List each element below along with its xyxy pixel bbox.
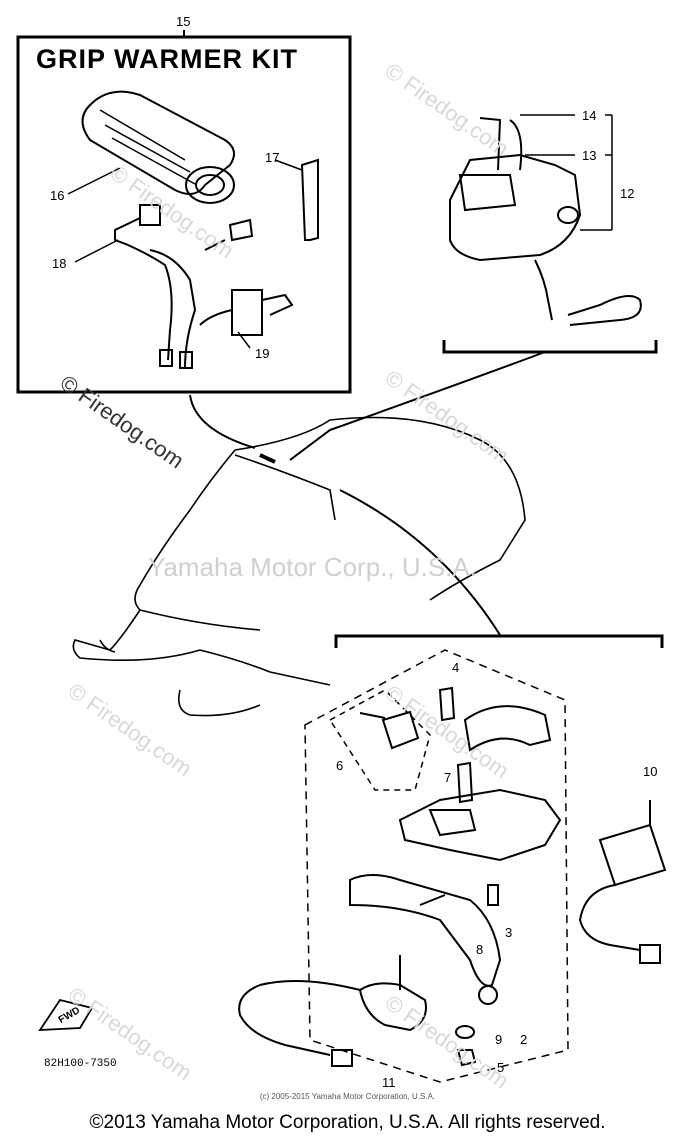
- cable-tie-part: [274, 158, 319, 241]
- wire-harness-part: [74, 204, 254, 369]
- watermark-yamaha: Yamaha Motor Corp., U.S.A.: [148, 552, 477, 582]
- switch-sensor-part: [238, 955, 427, 1067]
- leader-curve-housing: [289, 351, 546, 461]
- callout-14: 14: [582, 108, 597, 123]
- leader-curve-lever: [339, 489, 501, 636]
- callout-9: 9: [495, 1032, 503, 1047]
- callout-17: 17: [265, 150, 280, 165]
- callout-4: 4: [452, 660, 460, 675]
- kit-title: GRIP WARMER KIT: [36, 44, 299, 74]
- callout-12: 12: [620, 186, 635, 201]
- callout-11: 11: [382, 1075, 396, 1090]
- callout-19: 19: [255, 346, 270, 361]
- nut-washer-part: [455, 1025, 477, 1067]
- lever-housing-part: [349, 686, 562, 1005]
- callout-10: 10: [643, 764, 658, 779]
- callout-18: 18: [52, 256, 67, 271]
- lower-right-bracket: [334, 634, 664, 648]
- upper-right-bracket: [442, 340, 658, 354]
- throttle-housing-part: [449, 114, 642, 326]
- callout-2: 2: [520, 1032, 528, 1047]
- copyright-footer: ©2013 Yamaha Motor Corporation, U.S.A. A…: [89, 1112, 606, 1133]
- callout-15: 15: [176, 14, 191, 29]
- callout-7: 7: [444, 770, 452, 785]
- callout-8: 8: [476, 942, 484, 957]
- fwd-arrow-icon: [38, 998, 94, 1031]
- callout-16: 16: [50, 188, 65, 203]
- snowmobile-outline: [72, 416, 526, 717]
- toggle-switch-part: [199, 289, 294, 349]
- leader-curve-kit: [189, 394, 256, 449]
- callout-5: 5: [497, 1060, 505, 1075]
- callout-13: 13: [582, 148, 597, 163]
- relay-unit-part: [578, 800, 667, 964]
- assembly-dashed-boundary: [304, 649, 569, 1083]
- callout-6: 6: [336, 758, 344, 773]
- small-copyright: (c) 2005-2015 Yamaha Motor Corporation, …: [259, 1092, 436, 1101]
- callout-3: 3: [505, 925, 513, 940]
- heated-grip-part: [67, 90, 235, 204]
- part-code: 82H100-7350: [44, 1058, 117, 1070]
- subassembly-dashed-boundary: [328, 689, 431, 791]
